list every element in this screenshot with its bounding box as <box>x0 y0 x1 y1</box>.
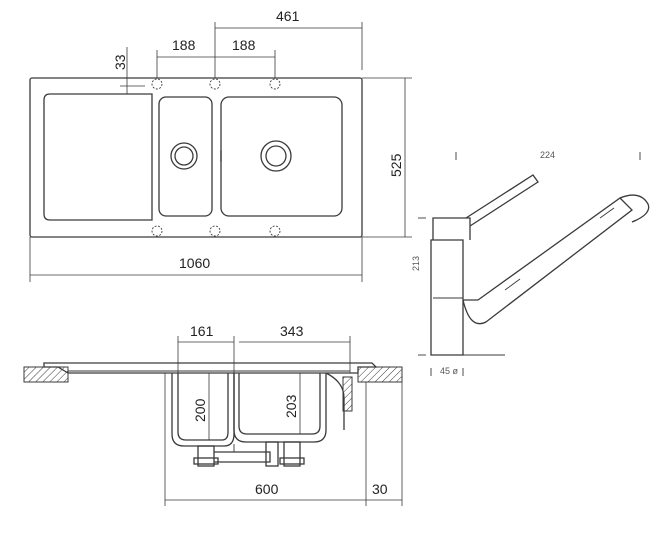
small-bowl <box>158 96 213 217</box>
section-view: 161 343 200 203 600 30 <box>23 323 403 506</box>
dim-30: 30 <box>372 481 388 497</box>
dim-461: 461 <box>276 8 300 24</box>
tap-hole-icon <box>151 78 281 237</box>
drainer-area <box>43 93 153 221</box>
dim-600: 600 <box>255 481 279 497</box>
tap-height: 213 <box>411 256 421 271</box>
large-bowl-drain <box>260 140 292 172</box>
tap-base-diameter: 45 ø <box>440 366 459 376</box>
countertop-right <box>357 366 403 383</box>
dim-1060: 1060 <box>179 255 210 271</box>
dim-188-left: 188 <box>172 37 196 53</box>
tap-lever <box>465 174 539 227</box>
tap-reach: 224 <box>540 150 555 160</box>
large-bowl <box>220 96 343 217</box>
tap-spout <box>462 197 633 325</box>
dim-200: 200 <box>192 398 208 422</box>
top-view: 461 188 188 33 525 1060 <box>29 8 412 282</box>
dim-343: 343 <box>280 323 304 339</box>
sink-outline <box>29 77 363 238</box>
small-bowl-drain <box>170 142 198 170</box>
dim-525: 525 <box>388 153 404 177</box>
dim-33: 33 <box>112 54 128 70</box>
dim-161: 161 <box>190 323 214 339</box>
dim-203: 203 <box>283 394 299 418</box>
tap-body <box>430 239 464 356</box>
dim-188-right: 188 <box>232 37 256 53</box>
large-bowl-section <box>238 373 321 435</box>
tap-view: 224 213 45 ø <box>411 150 650 376</box>
